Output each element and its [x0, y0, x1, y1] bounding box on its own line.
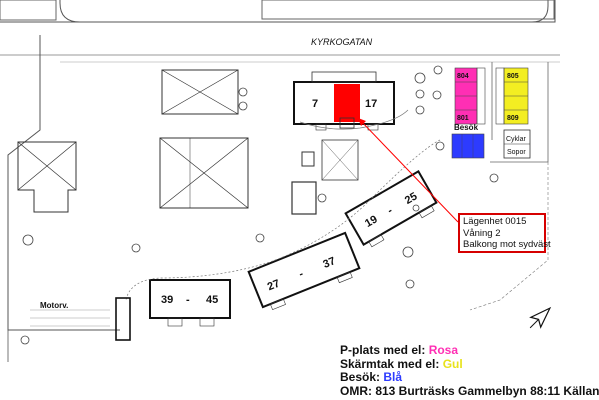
trees [20, 65, 499, 345]
building-39-label: 39 [161, 294, 173, 306]
street-left-corner [59, 0, 81, 23]
pavilion [321, 139, 359, 181]
small-building [291, 181, 317, 215]
building-45-label: 45 [206, 294, 218, 306]
building-39-45 [149, 279, 231, 327]
parking-801-label: 801 [457, 115, 469, 122]
parking-804-label: 804 [457, 73, 469, 80]
apartment-floor: Våning 2 [463, 227, 501, 239]
building-19-label: 19 [363, 213, 380, 230]
legend-yellow: Skärmtak med el: Gul [340, 356, 599, 372]
legend-omr: OMR: 813 Burträsks Gammelbyn 88:11 Källa… [340, 383, 599, 398]
parking-805-label: 805 [507, 73, 519, 80]
building-27-37-sep: - [297, 268, 305, 281]
building-37-label: 37 [321, 255, 337, 271]
pointer-line [359, 119, 459, 223]
site-map: KYRKOGATAN [0, 0, 560, 362]
parking-yellow [495, 67, 529, 125]
map-legend: P-plats med el: Rosa Skärmtak med el: Gu… [340, 343, 599, 398]
visitor-label: Besök [454, 123, 479, 132]
waste-label: Sopor [507, 149, 526, 156]
parking-lines-lower [30, 309, 110, 327]
building-25-label: 25 [403, 190, 420, 207]
building-19-25-sep: - [386, 205, 395, 217]
parking-pink [454, 67, 486, 125]
building-7-17 [293, 71, 395, 131]
parking-visitor-blue [451, 133, 485, 159]
legend-yellow-label: Skärmtak med el: [340, 356, 443, 371]
apartment-number: Lägenhet 0015 [463, 216, 527, 227]
apartment-annotation: Lägenhet 0015 Våning 2 Balkong mot sydvä… [458, 213, 551, 253]
building-39-45-sep: - [186, 294, 190, 306]
walkway-edge [299, 109, 409, 130]
apartment-balcony: Balkong mot sydväst [463, 239, 551, 250]
pointer-arrowhead [358, 118, 366, 126]
east-boundary [469, 162, 549, 311]
street-name: KYRKOGATAN [311, 37, 373, 47]
small-building-2 [301, 151, 315, 167]
legend-blue: Besök: Blå [340, 370, 599, 385]
building-19-25: 19 - 25 [344, 170, 438, 248]
legend-blue-label: Besök: [340, 370, 384, 384]
walkway-curve [125, 139, 441, 301]
outbuilding-1 [161, 69, 239, 115]
street-curb-top [0, 0, 556, 23]
parking-809-label: 809 [507, 115, 519, 122]
legend-pink-label: P-plats med el: [340, 343, 429, 357]
legend-pink-value: Rosa [428, 343, 459, 357]
legend-pink: P-plats med el: Rosa [340, 343, 599, 358]
motorv-label: Motorv. [40, 301, 68, 310]
top-right-block [261, 0, 555, 20]
bikes-label: Cyklar [506, 136, 527, 143]
building-27-37: 27 - 37 [247, 231, 361, 311]
top-left-block [0, 0, 57, 21]
building-7-label: 7 [312, 98, 318, 110]
legend-blue-value: Blå [383, 370, 403, 384]
outbuilding-2 [159, 137, 249, 209]
building-27-label: 27 [266, 278, 282, 294]
street-right-corner [531, 0, 549, 23]
left-plot-boundary [7, 35, 120, 331]
legend-yellow-value: Gul [442, 356, 463, 371]
north-arrow-icon [529, 306, 552, 329]
highlighted-apartment [334, 84, 360, 122]
building-17-label: 17 [365, 98, 377, 110]
outbuilding-3 [17, 141, 77, 213]
motor-heater-rack [115, 297, 131, 341]
